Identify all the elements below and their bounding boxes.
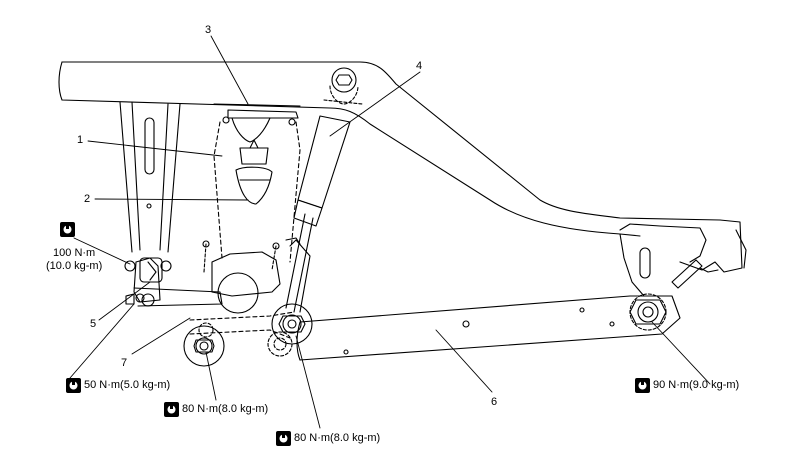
torque-80-pivot-text: 80 N·m(8.0 kg-m) — [294, 432, 381, 444]
shock-top-mount — [323, 67, 363, 105]
frame — [58, 61, 747, 297]
torque-80-lower-label: 80 N·m(8.0 kg-m) — [164, 402, 268, 417]
callout-4: 4 — [416, 60, 423, 72]
torque-100-value: 100 N·m — [53, 247, 96, 259]
bump-stop-assembly — [202, 103, 301, 273]
torque-90-label: 90 N·m(9.0 kg-m) — [635, 378, 739, 393]
link-pivot — [271, 303, 313, 345]
left-bracket — [119, 101, 181, 253]
shock-absorber — [285, 115, 351, 313]
torque-wrench-icon — [66, 378, 81, 393]
cushion-lever — [189, 311, 295, 357]
torque-wrench-icon — [60, 222, 75, 237]
torque-100-alt: (10.0 kg-m) — [46, 260, 103, 272]
rear-axle — [629, 293, 667, 331]
callout-2: 2 — [84, 193, 91, 205]
callout-7: 7 — [121, 357, 128, 369]
callout-5: 5 — [90, 318, 97, 330]
leader-lines — [69, 35, 711, 429]
torque-50-text: 50 N·m(5.0 kg-m) — [84, 379, 171, 391]
callout-6: 6 — [491, 396, 498, 408]
torque-100-label: 100 N·m (10.0 kg-m) — [46, 247, 102, 273]
torque-wrench-icon — [276, 431, 291, 446]
lower-link-nut — [183, 325, 225, 367]
callout-1: 1 — [77, 134, 84, 146]
torque-wrench-icon — [164, 402, 179, 417]
torque-50-label: 50 N·m(5.0 kg-m) — [66, 378, 170, 393]
cushion-rod — [124, 237, 311, 314]
torque-90-text: 90 N·m(9.0 kg-m) — [653, 379, 740, 391]
torque-80-lower-text: 80 N·m(8.0 kg-m) — [182, 403, 269, 415]
callout-3: 3 — [205, 24, 212, 36]
swing-arm — [296, 295, 681, 361]
torque-80-pivot-label: 80 N·m(8.0 kg-m) — [276, 431, 380, 446]
torque-wrench-icon — [635, 378, 650, 393]
